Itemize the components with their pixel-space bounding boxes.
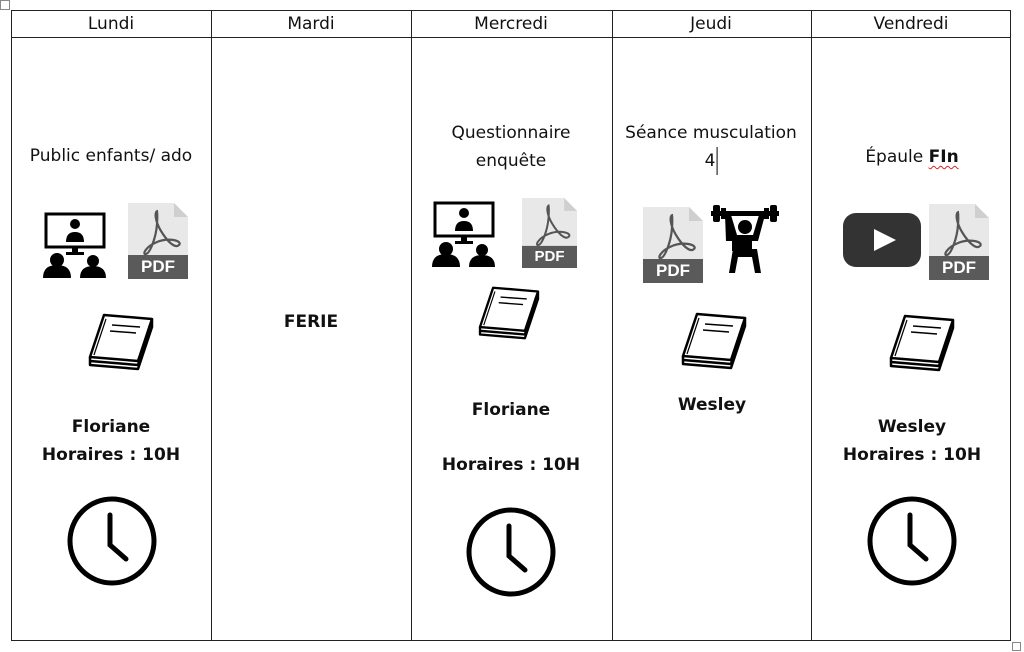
clock-icon	[66, 495, 158, 587]
video-conference-icon	[42, 210, 108, 280]
lundi-teacher: Floriane	[71, 417, 151, 437]
header-mardi: Mardi	[287, 14, 335, 34]
header-vendredi: Vendredi	[873, 14, 949, 34]
column-divider	[612, 10, 613, 641]
table-resize-handle[interactable]	[1012, 642, 1021, 651]
mercredi-topic-line1: Questionnaire	[451, 123, 571, 143]
mercredi-hours: Horaires : 10H	[441, 455, 581, 475]
pdf-icon[interactable]: PDF	[643, 207, 703, 283]
mardi-status: FERIE	[283, 312, 339, 332]
weightlifting-icon	[711, 205, 779, 275]
column-divider	[411, 10, 412, 641]
pdf-icon[interactable]: PDF	[929, 204, 989, 280]
book-icon[interactable]	[679, 310, 749, 372]
book-icon[interactable]	[476, 284, 542, 342]
lundi-hours: Horaires : 10H	[41, 445, 181, 465]
vendredi-topic-prefix: Épaule	[865, 147, 929, 167]
header-jeudi: Jeudi	[690, 14, 732, 34]
header-lundi: Lundi	[87, 14, 135, 34]
mercredi-teacher: Floriane	[471, 400, 551, 420]
column-divider	[211, 10, 212, 641]
table-move-handle[interactable]	[0, 0, 10, 10]
pdf-icon[interactable]: PDF	[522, 198, 577, 268]
header-mercredi: Mercredi	[474, 14, 548, 34]
weekly-schedule-table	[11, 10, 1011, 641]
book-icon[interactable]	[887, 312, 957, 374]
pdf-label: PDF	[534, 248, 565, 266]
jeudi-topic-line2[interactable]: 4	[705, 147, 718, 175]
lundi-topic: Public enfants/ ado	[29, 146, 193, 166]
vendredi-teacher: Wesley	[877, 417, 947, 437]
vendredi-hours: Horaires : 10H	[842, 445, 982, 465]
column-divider	[811, 10, 812, 641]
clock-icon	[866, 495, 958, 587]
video-conference-icon	[431, 199, 497, 269]
youtube-icon[interactable]	[843, 213, 921, 267]
jeudi-topic-line1: Séance musculation	[625, 123, 797, 143]
mercredi-topic-line2: enquête	[475, 151, 547, 171]
vendredi-topic-bold: FIn	[928, 147, 959, 167]
pdf-icon[interactable]: PDF	[128, 203, 188, 279]
book-icon[interactable]	[86, 311, 156, 373]
jeudi-teacher: Wesley	[677, 395, 747, 415]
pdf-label: PDF	[656, 260, 690, 280]
vendredi-topic: Épaule FIn	[865, 143, 958, 171]
header-divider	[11, 37, 1011, 38]
pdf-label: PDF	[942, 257, 976, 277]
clock-icon	[465, 506, 557, 598]
pdf-label: PDF	[141, 256, 175, 276]
